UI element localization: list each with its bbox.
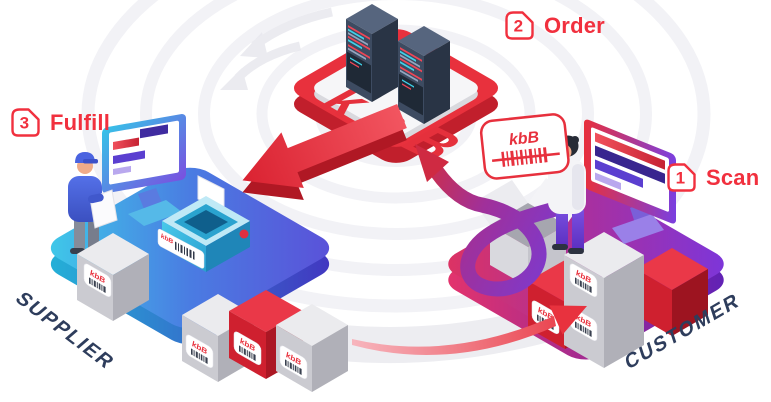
server-tower-front	[398, 26, 450, 124]
supplier-monitor	[102, 113, 186, 226]
tag-brand-text: kbB	[508, 129, 540, 149]
step-2-badge: 2	[505, 11, 534, 40]
monitor-stand-base	[128, 200, 182, 226]
ship-arrow	[352, 305, 587, 355]
step-1-number: 1	[676, 169, 686, 188]
cycle-arrowhead-icon	[220, 68, 248, 90]
step-1-badge: 1	[667, 163, 696, 192]
customer-monitor	[584, 119, 676, 244]
step-3-badge: 3	[11, 108, 40, 137]
printer-button	[239, 229, 249, 239]
conveyor-parcel-3	[276, 304, 348, 392]
server-tower-back	[346, 4, 398, 102]
fulfill-arrow	[242, 103, 407, 201]
step-3-number: 3	[20, 114, 30, 133]
supplier-worker	[68, 152, 118, 256]
scan-loop-arrow	[415, 144, 586, 297]
refresh-cycle-arrows	[220, 7, 333, 90]
step-3-label: Fulfill	[50, 109, 111, 135]
label-printer: kbB	[157, 175, 250, 272]
printed-label: kbB	[157, 228, 205, 269]
step-order: 2 Order	[504, 10, 605, 41]
step-scan: 1 Scan	[666, 162, 759, 193]
step-2-number: 2	[514, 17, 524, 36]
step-fulfill: 3 Fulfill	[10, 107, 110, 138]
step-1-label: Scan	[706, 164, 760, 190]
step-2-label: Order	[544, 12, 605, 38]
tag-barcode	[491, 147, 560, 167]
scan-barcode-tag: kbB	[479, 113, 570, 180]
customer-parcel-red-right	[636, 248, 708, 336]
scan-arrowhead-icon	[415, 144, 449, 182]
cycle-arrowhead-icon	[240, 32, 268, 58]
monitor-stand-base	[612, 214, 664, 244]
ship-arrowhead-icon	[549, 305, 587, 335]
supplier-parcel-box	[77, 233, 149, 321]
